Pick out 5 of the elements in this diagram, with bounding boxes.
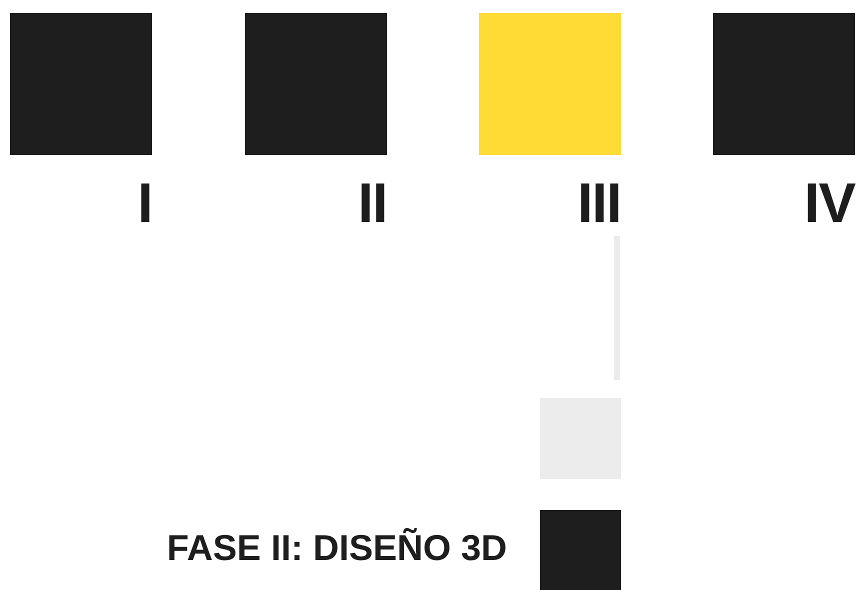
roman-numeral: IV bbox=[804, 175, 855, 231]
roman-numeral: III bbox=[577, 175, 621, 231]
phase-title: FASE II: DISEÑO 3D bbox=[166, 530, 507, 566]
roman-numeral: I bbox=[137, 175, 152, 231]
roman-numeral: II bbox=[358, 175, 387, 231]
